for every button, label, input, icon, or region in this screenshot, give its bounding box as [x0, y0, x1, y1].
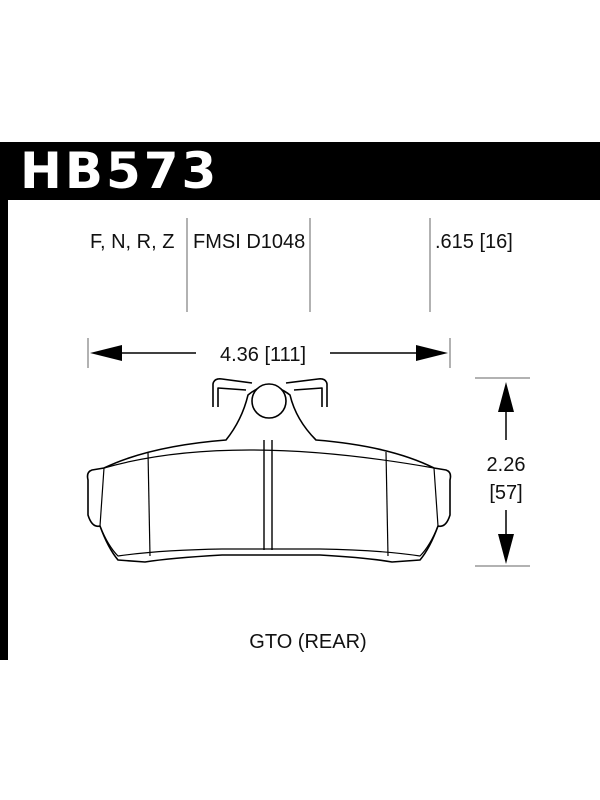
arrow-up-icon — [498, 382, 514, 412]
width-dimension — [87, 338, 451, 368]
height-inches-label: 2.26 — [487, 454, 526, 476]
arrow-down-icon — [498, 534, 514, 564]
brake-pad-outline — [86, 385, 452, 563]
part-number-title: HB573 — [20, 142, 220, 200]
width-label: 4.36 [111] — [220, 344, 306, 366]
arrow-left-icon — [90, 345, 122, 361]
arrow-right-icon — [416, 345, 448, 361]
application-caption: GTO (REAR) — [249, 631, 366, 653]
fmsi-label: FMSI D1048 — [193, 231, 305, 253]
compounds-label: F, N, R, Z — [90, 231, 174, 253]
left-vertical-rule — [0, 200, 8, 660]
header-bar — [0, 142, 600, 200]
retaining-clip — [212, 378, 328, 407]
thickness-label: .615 [16] — [435, 231, 513, 253]
height-mm-label: [57] — [489, 482, 522, 504]
mounting-pin — [251, 383, 287, 419]
height-dimension — [475, 377, 530, 567]
